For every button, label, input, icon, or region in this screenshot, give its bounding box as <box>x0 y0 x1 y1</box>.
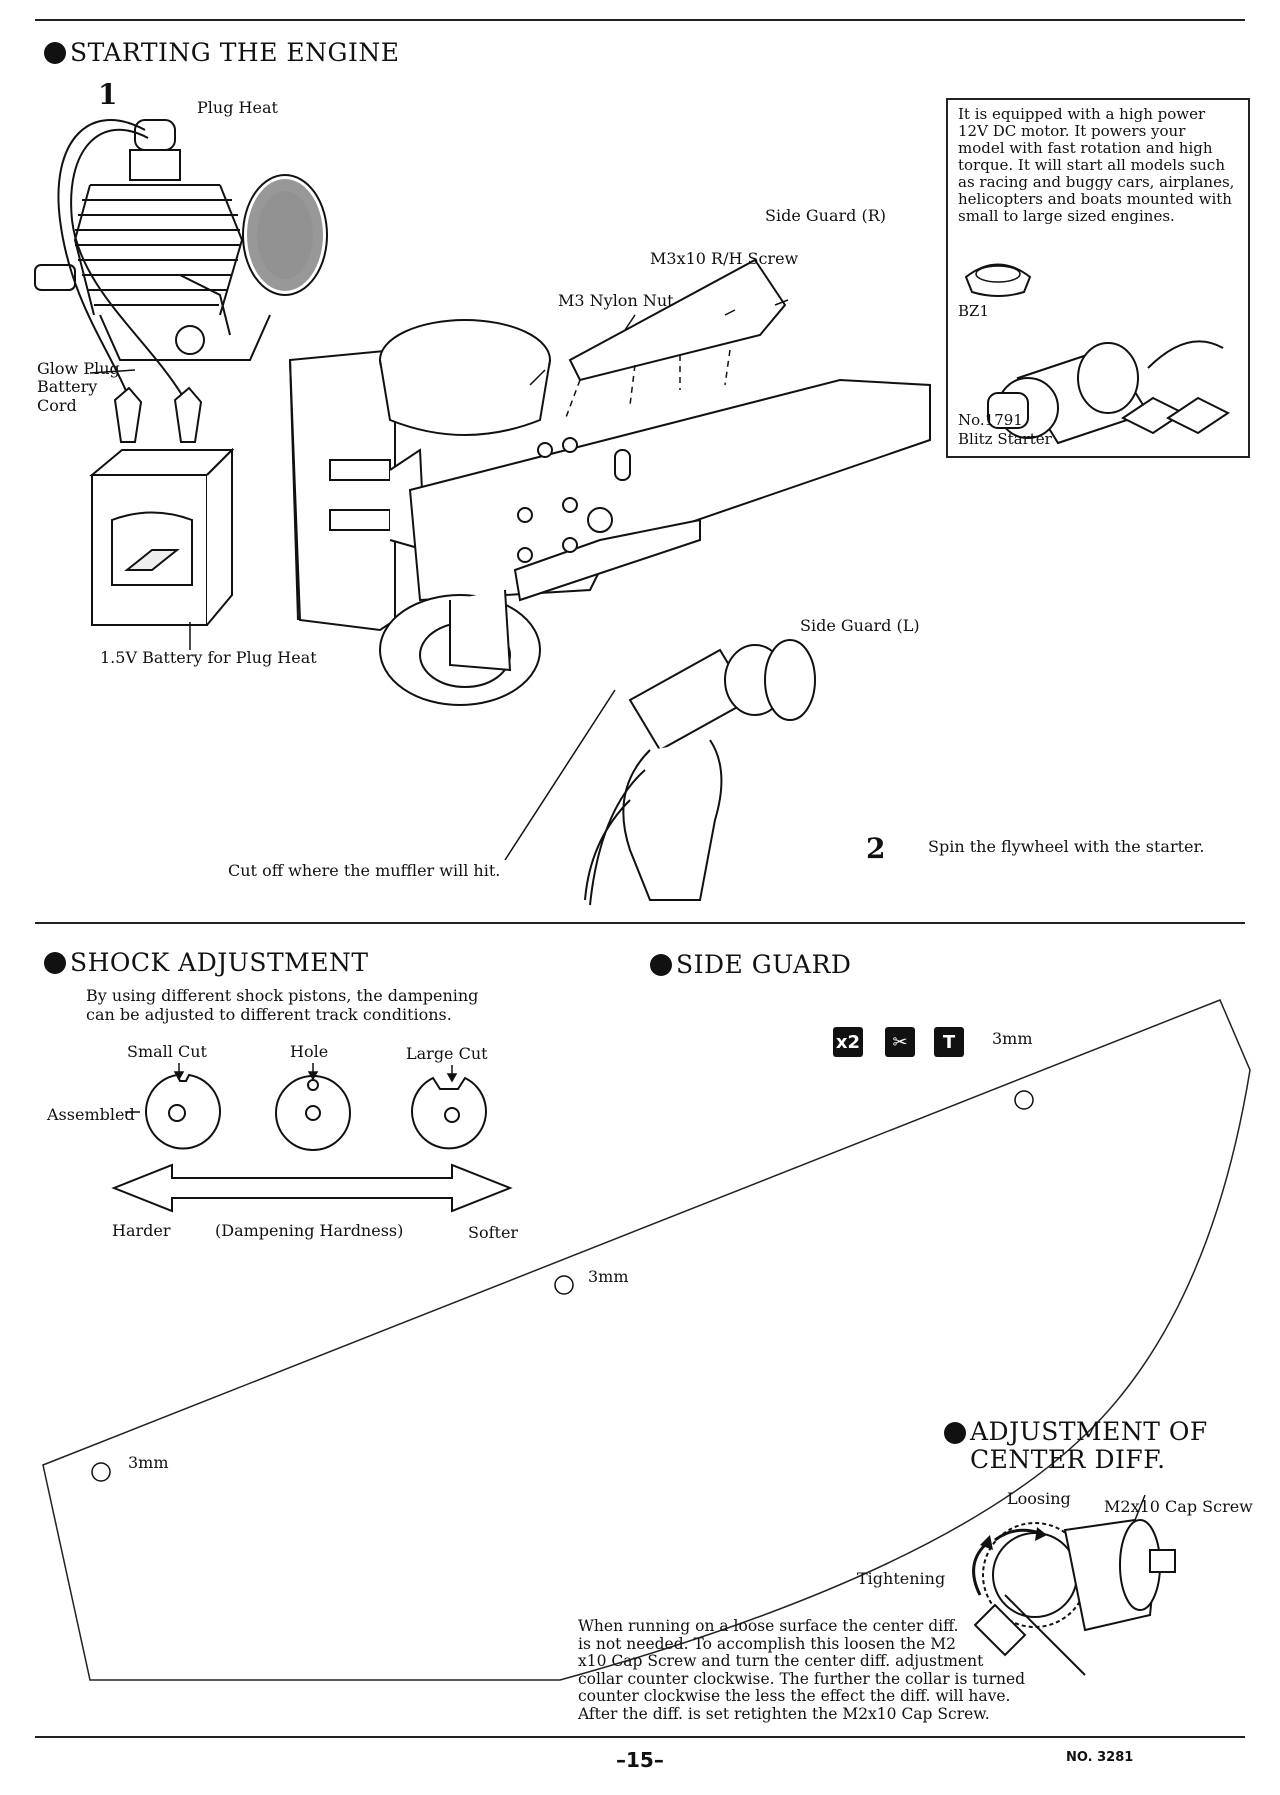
section-title-text: STARTING THE ENGINE <box>70 38 400 67</box>
label-hole: Hole <box>290 1042 329 1061</box>
bz1-cap-illustration <box>964 263 1032 297</box>
label-cut-off: Cut off where the muffler will hit. <box>228 861 501 880</box>
label-side-guard-l: Side Guard (L) <box>800 616 920 635</box>
shock-pistons-diagram <box>125 1063 487 1151</box>
page-number: –15– <box>616 1748 664 1772</box>
infobox-text: It is equipped with a high power 12V DC … <box>958 106 1234 225</box>
label-small-cut: Small Cut <box>127 1042 207 1061</box>
center-diff-illustration <box>972 1494 1176 1676</box>
infobox-line: small to large sized engines. <box>958 206 1175 225</box>
top-rule <box>35 19 1245 21</box>
chassis-illustration <box>288 258 931 706</box>
battery-illustration <box>89 447 235 626</box>
label-hole-3mm-1: 3mm <box>992 1029 1033 1048</box>
center-diff-text-line: is not needed. To accomplish this loosen… <box>578 1634 956 1653</box>
label-part-no: No.1791 <box>958 411 1023 429</box>
label-tightening: Tightening <box>857 1569 946 1588</box>
center-diff-text-line: When running on a loose surface the cent… <box>578 1617 959 1635</box>
x2-icon: x2 <box>833 1027 863 1057</box>
section-title-shock: SHOCK ADJUSTMENT <box>44 948 369 977</box>
infobox-line: helicopters and boats mounted with <box>958 189 1232 208</box>
label-battery: 1.5V Battery for Plug Heat <box>100 648 317 667</box>
section-title-starting-engine: STARTING THE ENGINE <box>44 38 399 67</box>
label-m3x10: M3x10 R/H Screw <box>650 249 799 268</box>
section-title-text: SIDE GUARD <box>676 950 852 979</box>
blitz-starter-illustration <box>987 340 1230 445</box>
scissors-icon: ✂ <box>885 1027 915 1057</box>
label-plug-heat: Plug Heat <box>197 98 278 117</box>
leader-line-glow-plug <box>89 369 136 374</box>
label-loosing: Loosing <box>1007 1489 1071 1508</box>
shock-desc-line: can be adjusted to different track condi… <box>86 1004 452 1024</box>
label-side-guard-r: Side Guard (R) <box>765 206 887 225</box>
bullet-icon <box>44 41 66 64</box>
bullet-icon <box>650 953 672 976</box>
infobox-line: torque. It will start all models such <box>958 155 1225 174</box>
step-number-2: 2 <box>866 832 886 865</box>
center-diff-text-line: collar counter clockwise. The further th… <box>578 1669 1026 1688</box>
label-large-cut: Large Cut <box>406 1044 488 1063</box>
hardness-double-arrow <box>111 1163 513 1213</box>
center-diff-title-line2: CENTER DIFF. <box>970 1445 1166 1474</box>
label-glow-plug-line3: Cord <box>37 395 77 415</box>
label-part-name: Blitz Starter <box>958 430 1052 448</box>
section-title-side-guard: SIDE GUARD <box>650 950 851 979</box>
drill-icon: T <box>934 1027 964 1057</box>
infobox-line: It is equipped with a high power <box>958 105 1206 123</box>
label-dampening-hardness: (Dampening Hardness) <box>215 1221 404 1240</box>
leader-line-cut-off <box>504 689 616 861</box>
infobox-line: model with fast rotation and high <box>958 138 1213 157</box>
label-softer: Softer <box>468 1223 519 1242</box>
label-cap-screw: M2x10 Cap Screw <box>1104 1497 1253 1516</box>
label-spin-flywheel: Spin the flywheel with the starter. <box>928 837 1205 856</box>
label-bz1: BZ1 <box>958 302 989 320</box>
document-number: NO. 3281 <box>1066 1750 1134 1765</box>
blitz-starter-infobox: It is equipped with a high power 12V DC … <box>946 98 1250 458</box>
center-diff-text: When running on a loose surface the cent… <box>578 1617 1026 1723</box>
label-hole-3mm-2: 3mm <box>588 1267 629 1286</box>
center-diff-text-line: counter clockwise the less the effect th… <box>578 1687 1011 1705</box>
starter-cable <box>589 769 646 906</box>
label-harder: Harder <box>112 1221 171 1240</box>
label-glow-plug-line1: Glow Plug <box>37 359 120 378</box>
bullet-icon <box>944 1422 966 1444</box>
center-diff-text-line: After the diff. is set retighten the M2x… <box>578 1704 990 1723</box>
section-title-text: SHOCK ADJUSTMENT <box>70 948 369 977</box>
middle-rule <box>35 922 1245 924</box>
infobox-line: 12V DC motor. It powers your <box>958 121 1186 140</box>
infobox-line: as racing and buggy cars, airplanes, <box>958 172 1235 191</box>
label-m3-nylon-nut: M3 Nylon Nut <box>558 291 674 310</box>
bottom-rule <box>35 1736 1245 1738</box>
step-number-1: 1 <box>98 78 118 111</box>
center-diff-title-block: ADJUSTMENT OF CENTER DIFF. <box>970 1418 1208 1474</box>
label-hole-3mm-3: 3mm <box>128 1453 169 1472</box>
engine-illustration <box>34 119 328 443</box>
label-glow-plug: Glow Plug Battery Cord <box>37 359 120 415</box>
shock-description: By using different shock pistons, the da… <box>86 986 479 1025</box>
leader-line-battery <box>189 622 191 650</box>
section-title-center-diff: ADJUSTMENT OF CENTER DIFF. <box>944 1418 1208 1474</box>
label-assembled: Assembled <box>47 1105 135 1124</box>
shock-desc-line: By using different shock pistons, the da… <box>86 986 479 1005</box>
bullet-icon <box>44 951 66 974</box>
center-diff-text-line: x10 Cap Screw and turn the center diff. … <box>578 1652 984 1670</box>
label-glow-plug-line2: Battery <box>37 377 98 397</box>
center-diff-title-line1: ADJUSTMENT OF <box>970 1417 1208 1446</box>
side-guard-template <box>42 999 1251 1681</box>
starter-hand-illustration <box>584 639 816 901</box>
